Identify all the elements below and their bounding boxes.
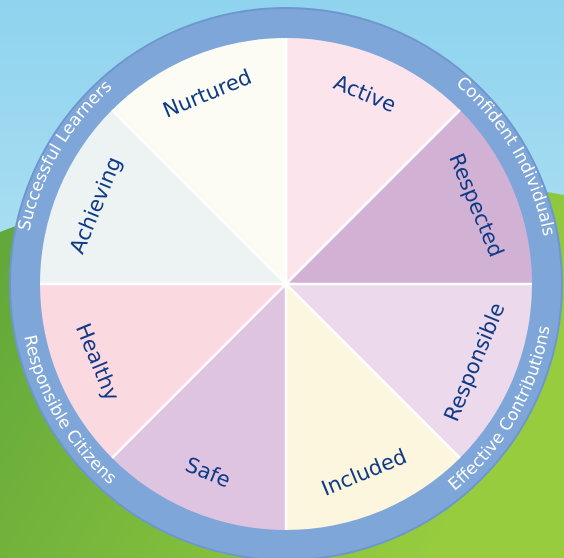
segment-nurtured <box>112 38 287 284</box>
segment-responsible <box>286 284 532 458</box>
segment-divider <box>285 283 461 459</box>
segment-dividers <box>40 38 532 530</box>
segment-divider <box>111 109 287 285</box>
segment-included <box>286 284 460 530</box>
segment-divider <box>285 109 461 285</box>
segment-group <box>40 38 532 530</box>
segment-divider <box>111 283 287 459</box>
segment-achieving <box>40 110 286 285</box>
segment-healthy <box>40 284 286 458</box>
segment-safe <box>112 284 287 530</box>
segment-respected <box>286 110 532 285</box>
segment-active <box>286 38 460 284</box>
